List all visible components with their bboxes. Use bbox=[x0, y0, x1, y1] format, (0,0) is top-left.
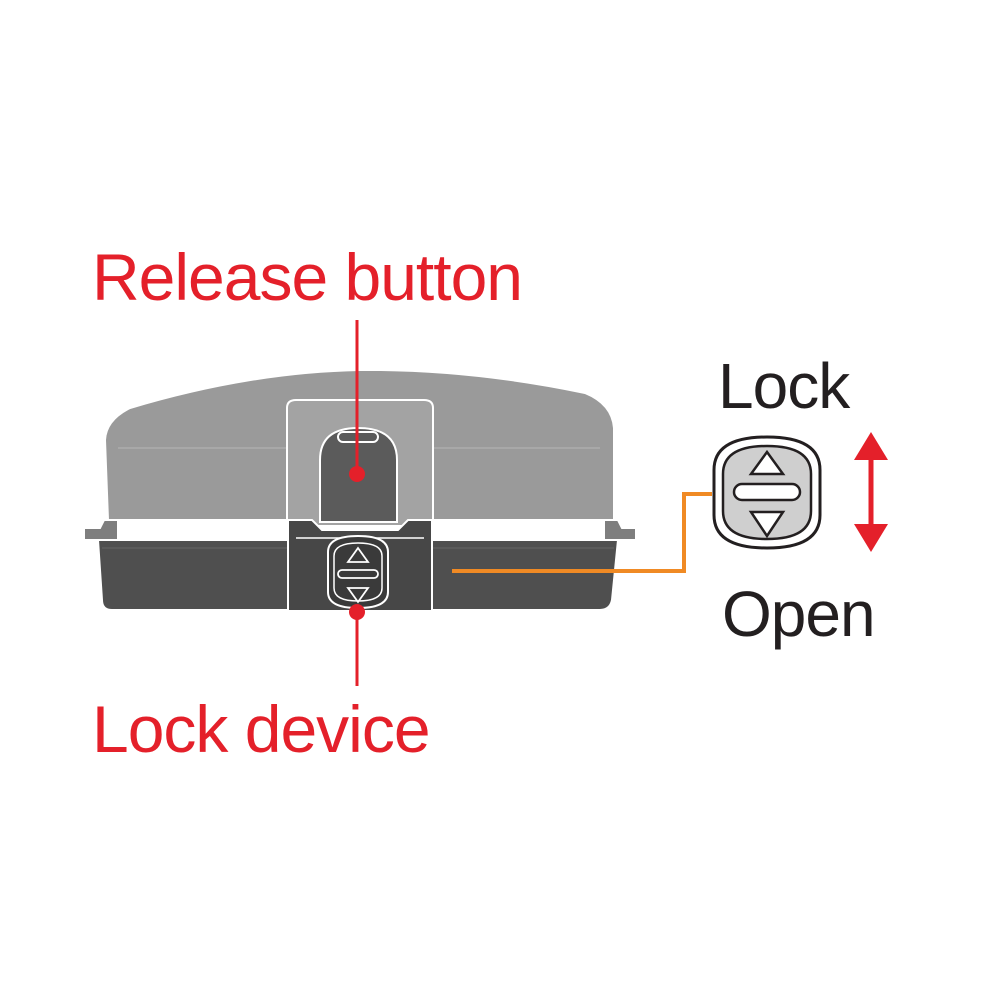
orange-connector-line bbox=[452, 492, 712, 573]
open-state-label: Open bbox=[722, 578, 876, 650]
device-lid bbox=[83, 365, 637, 541]
release-button-label: Release button bbox=[92, 240, 523, 314]
lock-state-label: Lock bbox=[718, 350, 850, 422]
lock-switch-icon bbox=[712, 435, 822, 550]
double-arrow-icon bbox=[854, 432, 888, 552]
lock-device[interactable] bbox=[327, 534, 389, 610]
lock-device-callout bbox=[349, 604, 365, 686]
lock-device-label: Lock device bbox=[92, 692, 431, 766]
release-button-callout bbox=[349, 320, 365, 482]
